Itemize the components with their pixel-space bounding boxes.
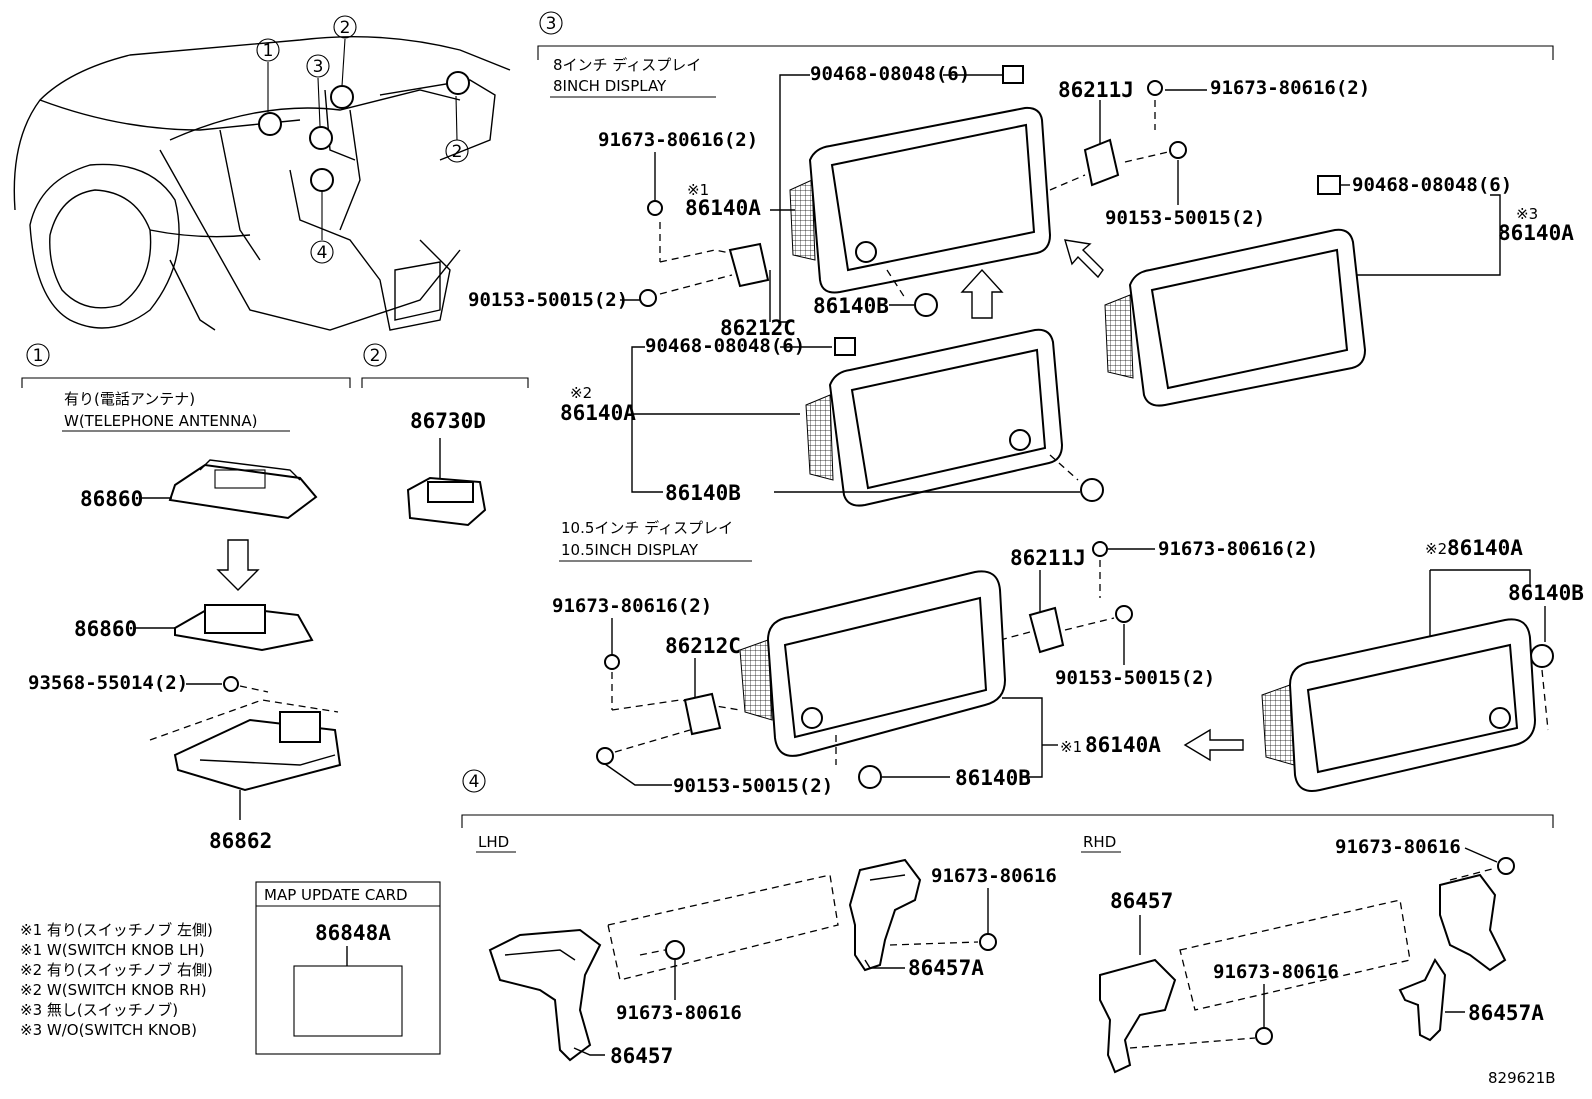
clip-90468-top-label: 90468-08048(6): [810, 63, 970, 85]
rhd-bracket-86457-label: 86457: [1110, 889, 1173, 913]
mark1-top: ※1: [687, 181, 709, 199]
header-10inch-en: 10.5INCH DISPLAY: [561, 541, 699, 559]
callout-label: 1: [263, 41, 274, 61]
section-number: 2: [370, 346, 381, 366]
mark2-10: ※2: [1425, 540, 1447, 558]
display-86140a-right-label: 86140A: [1498, 221, 1574, 245]
display-86140a-top-label: 86140A: [685, 196, 761, 220]
section-3-display: 3 8インチ ディスプレイ 8INCH DISPLAY 90468-08048(…: [468, 11, 1584, 797]
note-1-en: ※1 W(SWITCH KNOB LH): [20, 941, 205, 959]
diagram-id: 829621B: [1488, 1069, 1556, 1087]
knob-86140b-mid-label: 86140B: [665, 481, 741, 505]
screw-90153-10-left-label: 90153-50015(2): [673, 775, 833, 797]
display-86140a-10-label: 86140A: [1085, 733, 1161, 757]
mark1-10: ※1: [1060, 738, 1082, 756]
section-number: 3: [546, 14, 557, 34]
lhd-bolt-top-label: 91673-80616: [931, 865, 1057, 887]
section-number: 1: [33, 346, 44, 366]
bracket-86211j-top-label: 86211J: [1058, 78, 1134, 102]
clip-90468-mid-label: 90468-08048(6): [645, 335, 805, 357]
callout-label: 2: [340, 18, 351, 38]
part-86860-top-label: 86860: [80, 487, 143, 511]
mark2-mid: ※2: [570, 384, 592, 402]
clip-90468-right-label: 90468-08048(6): [1352, 174, 1512, 196]
screw-90153-left-label: 90153-50015(2): [468, 289, 628, 311]
header-8inch-jp: 8インチ ディスプレイ: [553, 56, 701, 74]
bracket-86211j-10-label: 86211J: [1010, 546, 1086, 570]
header-8inch-en: 8INCH DISPLAY: [553, 77, 667, 95]
callout-4: [310, 240, 334, 264]
section1-header-en: W(TELEPHONE ANTENNA): [64, 412, 257, 430]
display-86140a-10r-label: 86140A: [1447, 536, 1523, 560]
part-86862-label: 86862: [209, 829, 272, 853]
bracket-86212c-top-label: 86212C: [720, 316, 796, 340]
knob-86140b-10-label: 86140B: [955, 766, 1031, 790]
note-2-en: ※2 W(SWITCH KNOB RH): [20, 981, 207, 999]
callout-1: [256, 38, 280, 62]
note-1-jp: ※1 有り(スイッチノブ 左側): [20, 921, 213, 939]
callout-label: 3: [313, 57, 324, 77]
bracket-86212c-10-label: 86212C: [665, 634, 741, 658]
vehicle-interior-overview: 1 2 3 2 4: [13, 15, 511, 331]
footnotes: ※1 有り(スイッチノブ 左側) ※1 W(SWITCH KNOB LH) ※2…: [20, 921, 213, 1039]
bolt-91673-top-right-label: 91673-80616(2): [1210, 77, 1370, 99]
part-86848a-label: 86848A: [315, 921, 391, 945]
section-number: 4: [469, 772, 480, 792]
lhd-bracket-86457a-label: 86457A: [908, 956, 984, 980]
lhd-bracket-86457-label: 86457: [610, 1044, 673, 1068]
callout-2: [333, 15, 357, 39]
callout-label: 2: [452, 142, 463, 162]
bolt-93568-label: 93568-55014(2): [28, 672, 188, 694]
section-1-telephone-antenna: 1 有り(電話アンテナ) W(TELEPHONE ANTENNA) 86860 …: [21, 343, 351, 853]
rhd-label: RHD: [1083, 833, 1116, 851]
section-2-usb-port: 2 86730D: [361, 343, 529, 527]
bolt-91673-10-right-label: 91673-80616(2): [1158, 538, 1318, 560]
note-2-jp: ※2 有り(スイッチノブ 右側): [20, 961, 213, 979]
knob-86140b-top-label: 86140B: [813, 294, 889, 318]
display-86140a-mid-label: 86140A: [560, 401, 636, 425]
knob-86140b-10r-label: 86140B: [1508, 581, 1584, 605]
callout-3: [306, 54, 330, 78]
lhd-bolt-bottom-label: 91673-80616: [616, 1002, 742, 1024]
lhd-label: LHD: [478, 833, 509, 851]
bolt-91673-10-left-label: 91673-80616(2): [552, 595, 712, 617]
part-86860-bottom-label: 86860: [74, 617, 137, 641]
callout-label: 4: [317, 243, 328, 263]
map-update-card-box: MAP UPDATE CARD 86848A: [255, 881, 441, 1055]
map-card-title: MAP UPDATE CARD: [264, 886, 408, 904]
note-3-jp: ※3 無し(スイッチノブ): [20, 1001, 178, 1019]
rhd-bracket-86457a-label: 86457A: [1468, 1001, 1544, 1025]
part-86730d-label: 86730D: [410, 409, 486, 433]
screw-90153-right-label: 90153-50015(2): [1105, 207, 1265, 229]
bolt-91673-left-label: 91673-80616(2): [598, 129, 758, 151]
section-4-mounting-brackets: 4 LHD RHD 91673-80616 86457 91673-80616 …: [461, 769, 1554, 1074]
mark3: ※3: [1516, 205, 1538, 223]
callout-2b: [445, 139, 469, 163]
section1-header-jp: 有り(電話アンテナ): [64, 390, 195, 408]
screw-90153-10-right-label: 90153-50015(2): [1055, 667, 1215, 689]
note-3-en: ※3 W/O(SWITCH KNOB): [20, 1021, 197, 1039]
rhd-bolt-mid-label: 91673-80616: [1213, 961, 1339, 983]
header-10inch-jp: 10.5インチ ディスプレイ: [561, 519, 733, 537]
rhd-bolt-top-label: 91673-80616: [1335, 836, 1461, 858]
